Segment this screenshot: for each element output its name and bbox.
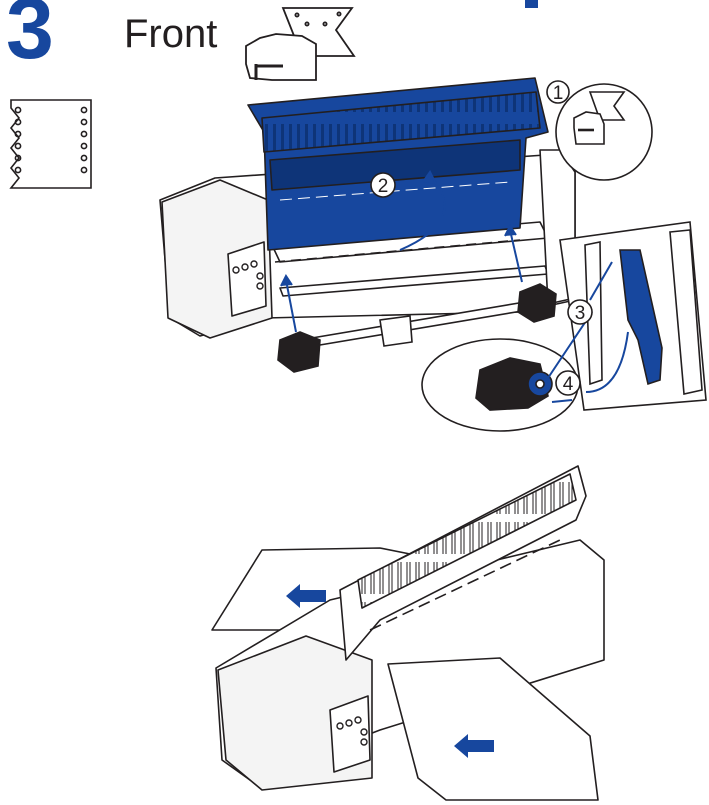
continuous-paper-icon bbox=[9, 99, 92, 189]
callout-4: 4 bbox=[555, 370, 581, 396]
step-number: 3 bbox=[6, 0, 54, 77]
header-fragment bbox=[525, 0, 538, 8]
printer-bottom bbox=[211, 465, 605, 801]
detail-tractor-zoom bbox=[421, 338, 579, 432]
paper-direction-arrows bbox=[286, 584, 494, 758]
callout-3: 3 bbox=[567, 299, 593, 325]
callout-1-text: 1 bbox=[553, 83, 564, 104]
front-label: Front bbox=[124, 12, 218, 56]
tractor-bar bbox=[277, 283, 557, 373]
callout-2-text: 2 bbox=[378, 176, 389, 197]
callout-3-text: 3 bbox=[575, 303, 586, 324]
callout-1: 1 bbox=[546, 80, 570, 104]
detail-lever-zoom bbox=[559, 221, 707, 411]
insert-arrows bbox=[280, 170, 523, 333]
callout-4-text: 4 bbox=[563, 374, 574, 395]
callout-2: 2 bbox=[370, 172, 396, 198]
paper-feed-front-icon bbox=[245, 7, 356, 81]
detail-paper-insert-zoom bbox=[555, 83, 653, 181]
printer-top bbox=[159, 77, 576, 339]
